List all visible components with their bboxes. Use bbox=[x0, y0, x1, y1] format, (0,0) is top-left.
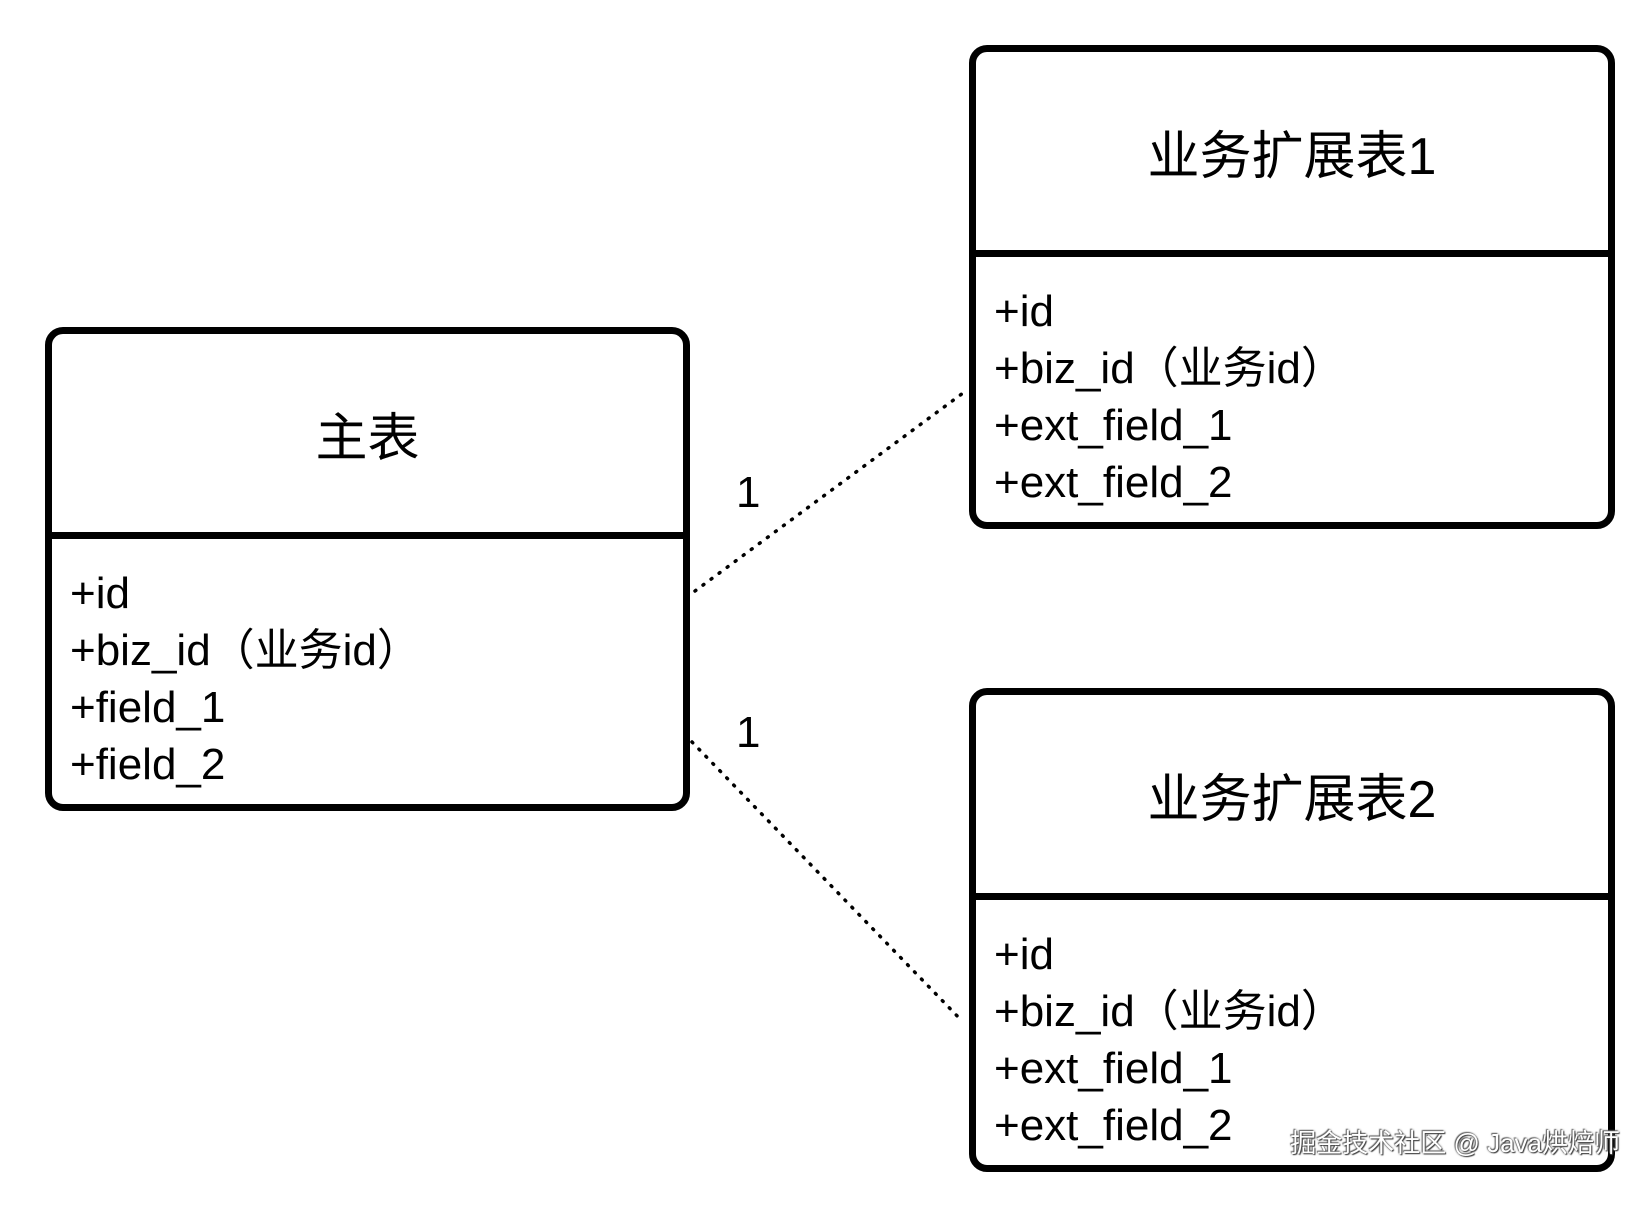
multiplicity-label-ext2: 1 bbox=[736, 708, 761, 757]
table-header: 业务扩展表1 bbox=[976, 52, 1608, 257]
multiplicity-label-ext1: 1 bbox=[736, 468, 761, 517]
table-header: 主表 bbox=[52, 334, 683, 539]
field-row: +field_2 bbox=[70, 740, 226, 789]
field-row: +id bbox=[70, 569, 130, 618]
field-row: +id bbox=[994, 930, 1054, 979]
table-title: 业务扩展表1 bbox=[1147, 127, 1437, 186]
field-row: +biz_id（业务id） bbox=[994, 987, 1345, 1036]
field-row: +biz_id（业务id） bbox=[70, 626, 421, 675]
field-row: +id bbox=[994, 287, 1054, 336]
field-row: +field_1 bbox=[70, 683, 226, 732]
table-title: 业务扩展表2 bbox=[1147, 770, 1437, 829]
table-title: 主表 bbox=[315, 409, 420, 468]
table-fields: +id +biz_id（业务id） +ext_field_1 +ext_fiel… bbox=[976, 257, 1608, 522]
table-header: 业务扩展表2 bbox=[976, 695, 1608, 900]
watermark: 掘金技术社区 @ Java烘焙师 bbox=[1290, 1128, 1620, 1158]
field-row: +ext_field_1 bbox=[994, 401, 1233, 450]
field-row: +ext_field_2 bbox=[994, 458, 1233, 507]
table-fields: +id +biz_id（业务id） +field_1 +field_2 bbox=[52, 539, 683, 804]
field-row: +ext_field_1 bbox=[994, 1044, 1233, 1093]
relation-line-main-ext2 bbox=[690, 740, 965, 1024]
table-ext1[interactable]: 业务扩展表1 +id +biz_id（业务id） +ext_field_1 +e… bbox=[969, 45, 1615, 529]
table-main[interactable]: 主表 +id +biz_id（业务id） +field_1 +field_2 bbox=[45, 327, 690, 811]
field-row: +biz_id（业务id） bbox=[994, 344, 1345, 393]
field-row: +ext_field_2 bbox=[994, 1101, 1233, 1150]
table-ext2[interactable]: 业务扩展表2 +id +biz_id（业务id） +ext_field_1 +e… bbox=[969, 688, 1615, 1172]
table-fields: +id +biz_id（业务id） +ext_field_1 +ext_fiel… bbox=[976, 900, 1608, 1165]
